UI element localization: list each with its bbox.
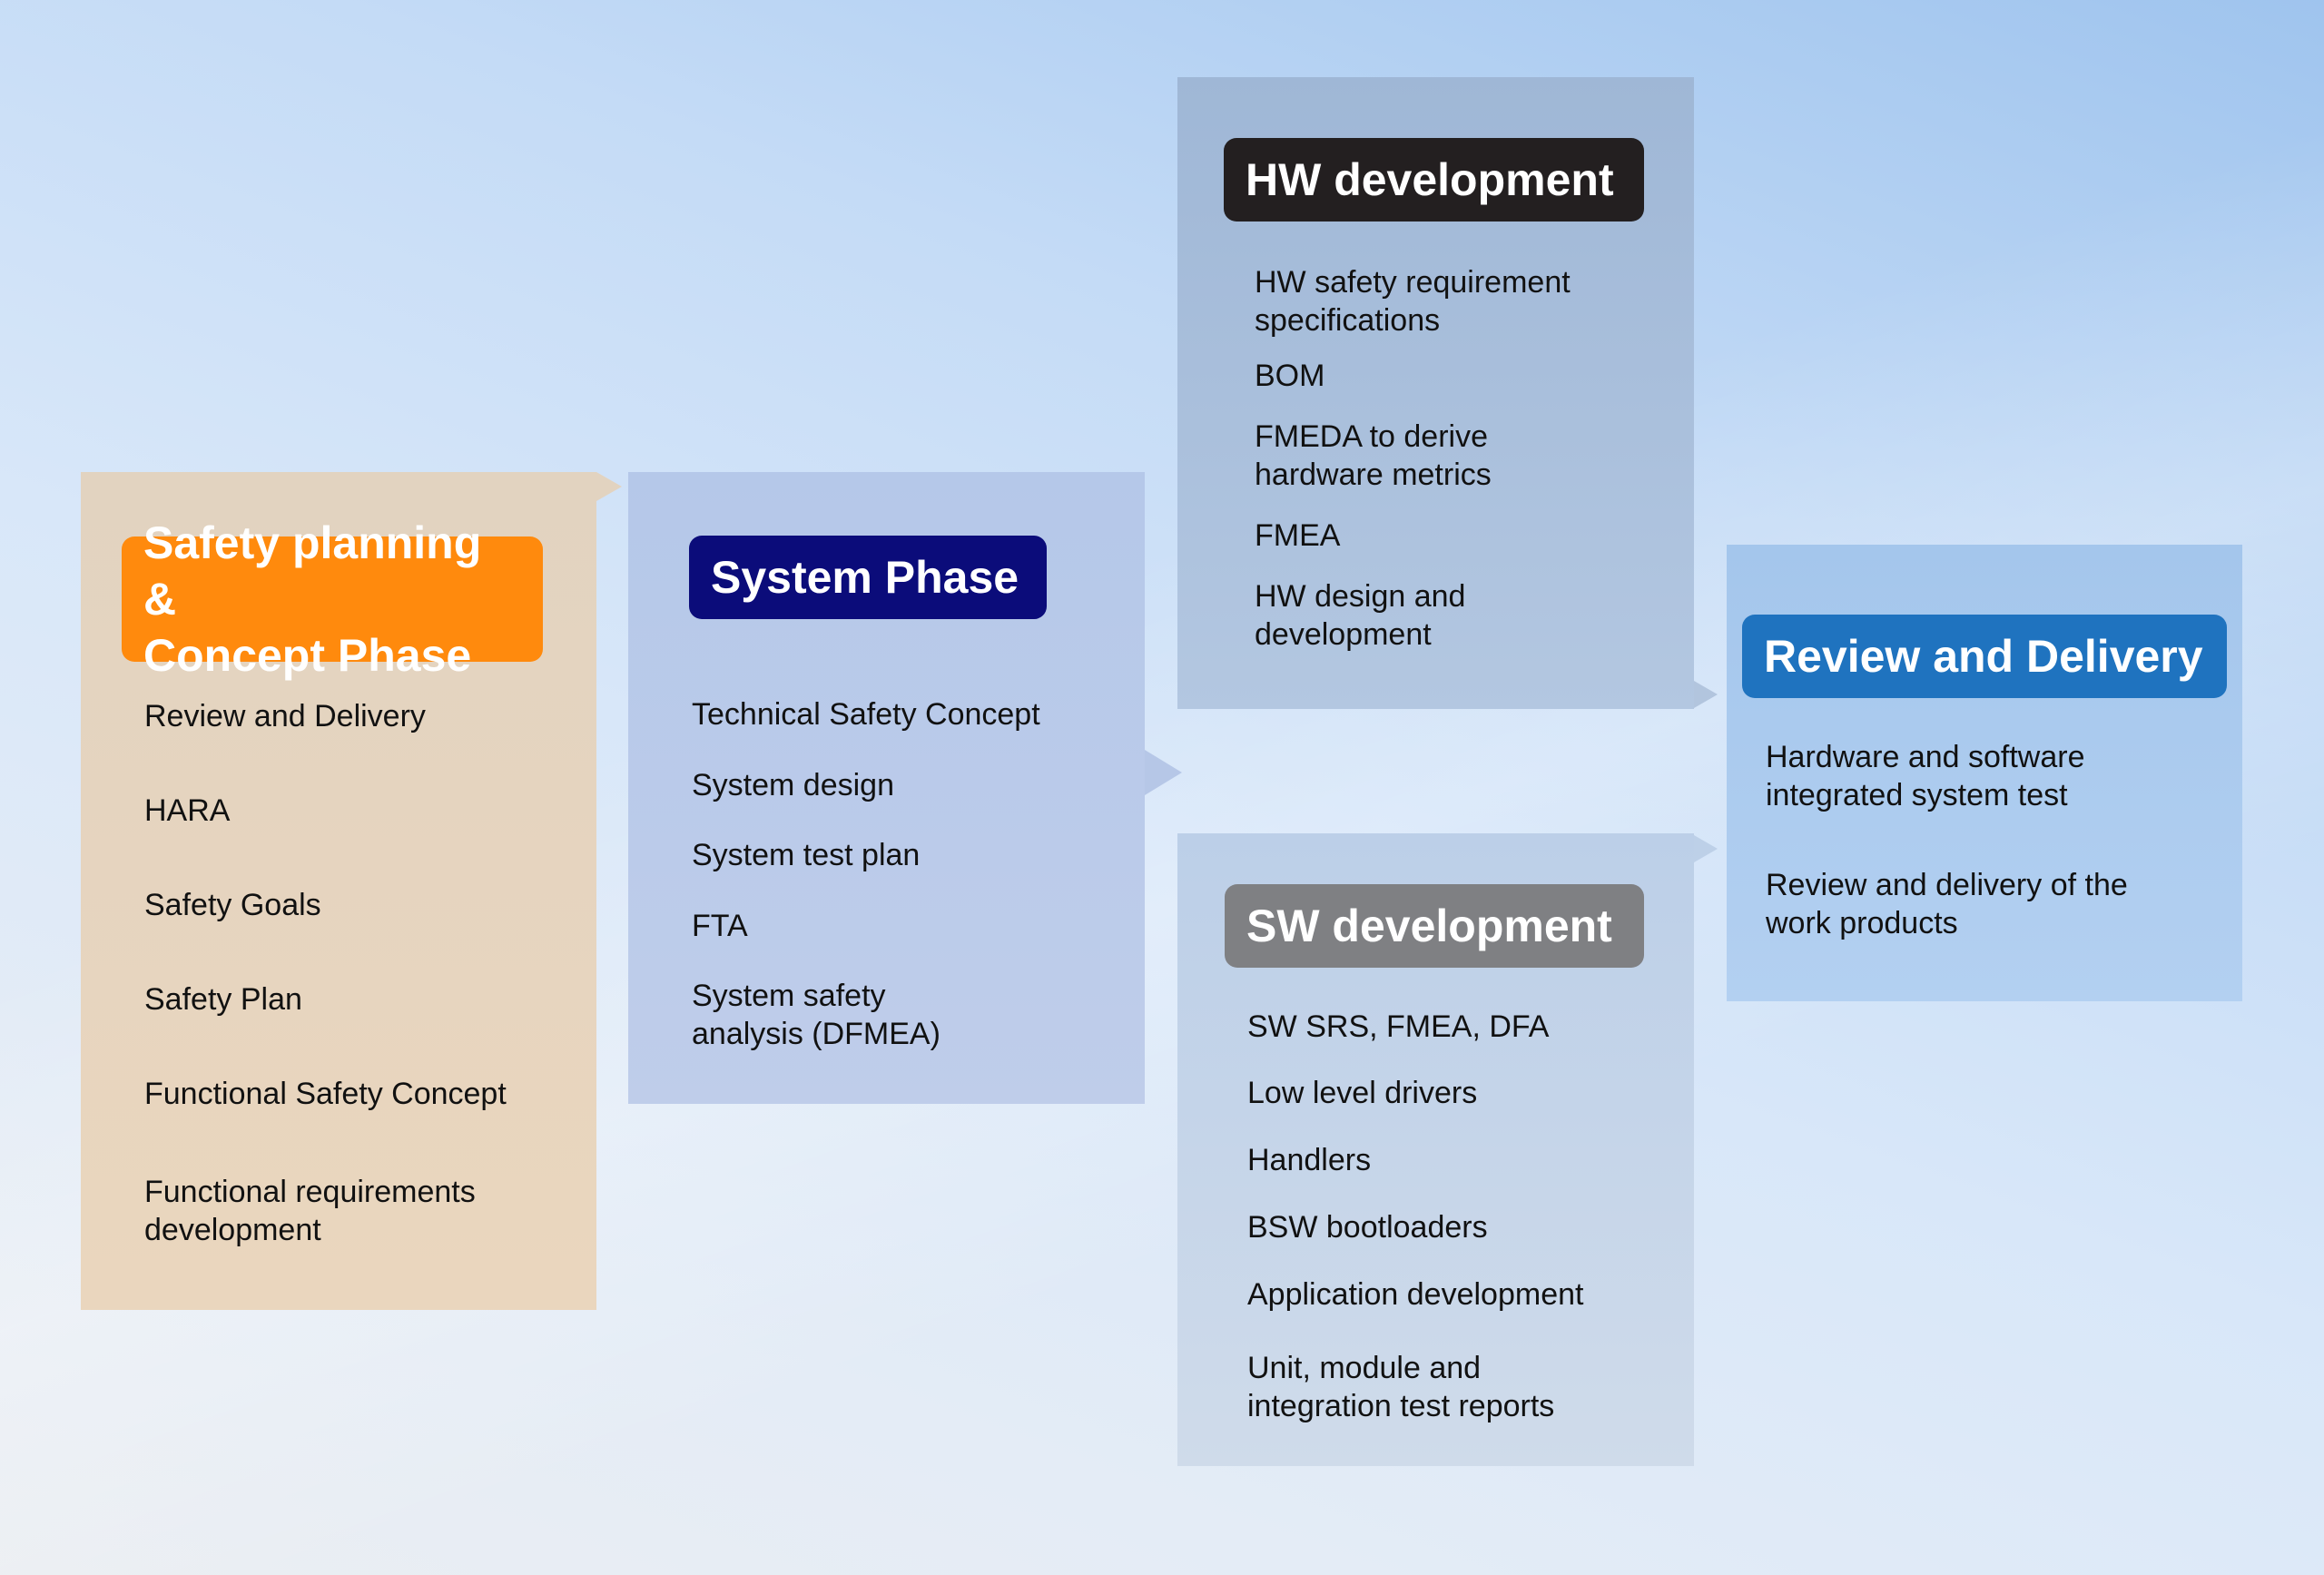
hw-development-header: HW development [1224, 138, 1644, 221]
sw-development-title: SW development [1246, 901, 1612, 951]
arrow-right-icon [596, 472, 622, 501]
list-item: Unit, module and integration test report… [1247, 1351, 1555, 1423]
list-item: Low level drivers [1247, 1076, 1478, 1110]
arrow-right-icon [1694, 681, 1718, 708]
arrow-right-icon [1694, 835, 1718, 862]
list-item: FMEDA to derive hardware metrics [1255, 419, 1492, 492]
list-item: Application development [1247, 1277, 1584, 1312]
list-item: BOM [1255, 359, 1325, 393]
list-item: Hardware and software integrated system … [1766, 740, 2085, 812]
list-item: System design [692, 768, 894, 802]
list-item: Safety Goals [144, 888, 321, 922]
review-delivery-header: Review and Delivery [1742, 615, 2227, 698]
list-item: FTA [692, 909, 748, 943]
system-phase-header: System Phase [689, 536, 1047, 619]
list-item: System safety analysis (DFMEA) [692, 979, 940, 1051]
list-item: Review and Delivery [144, 699, 426, 733]
sw-development-header: SW development [1225, 884, 1644, 968]
list-item: HARA [144, 793, 231, 828]
list-item: Safety Plan [144, 982, 302, 1017]
list-item: Functional Safety Concept [144, 1077, 507, 1111]
list-item: Technical Safety Concept [692, 697, 1040, 732]
hw-development-title: HW development [1246, 154, 1614, 205]
safety-concept-phase-header: Safety planning & Concept Phase [122, 517, 543, 681]
list-item: Functional requirements development [144, 1175, 476, 1247]
list-item: HW design and development [1255, 579, 1466, 652]
list-item: Review and delivery of the work products [1766, 868, 2128, 940]
system-phase-title: System Phase [711, 552, 1019, 603]
list-item: Handlers [1247, 1143, 1372, 1177]
safety-concept-phase-title: Safety planning & Concept Phase [143, 517, 482, 681]
list-item: FMEA [1255, 518, 1341, 553]
list-item: System test plan [692, 838, 921, 872]
arrow-right-icon [1145, 750, 1182, 795]
list-item: HW safety requirement specifications [1255, 265, 1571, 338]
review-delivery-title: Review and Delivery [1764, 631, 2203, 682]
list-item: SW SRS, FMEA, DFA [1247, 1009, 1550, 1044]
list-item: BSW bootloaders [1247, 1210, 1488, 1245]
